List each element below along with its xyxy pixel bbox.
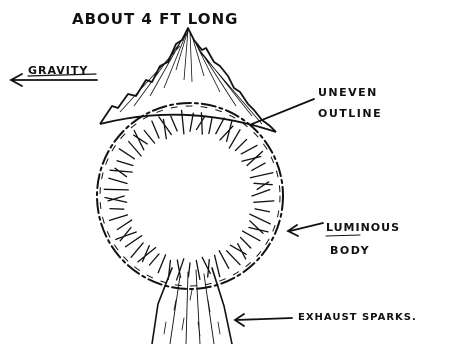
exhaust-plume xyxy=(152,268,232,344)
radial-tick xyxy=(235,139,246,150)
radial-tick xyxy=(249,228,268,232)
radial-tick xyxy=(171,116,177,131)
radial-tick xyxy=(242,157,261,162)
radial-tick xyxy=(219,251,229,269)
radial-tick xyxy=(252,190,270,196)
radial-tick xyxy=(227,251,240,265)
radial-tick xyxy=(215,255,220,276)
radial-tick xyxy=(197,117,205,129)
radial-tick xyxy=(126,236,142,247)
radial-tick xyxy=(117,220,131,229)
radial-tick xyxy=(150,254,160,265)
uneven-label: UNEVEN xyxy=(318,86,378,99)
radial-tick xyxy=(216,118,224,134)
peak-hatching xyxy=(120,30,262,124)
radial-tick xyxy=(250,221,263,234)
radial-tick xyxy=(188,263,190,277)
radial-tick xyxy=(104,189,128,190)
radial-tick xyxy=(241,145,257,154)
radial-tick xyxy=(220,126,233,140)
radial-tick xyxy=(250,173,272,178)
peaked-top-outline xyxy=(100,28,276,132)
radial-tick xyxy=(254,201,274,202)
radial-tick xyxy=(109,178,127,183)
radial-tick xyxy=(254,183,272,184)
radial-tick xyxy=(129,142,142,157)
radial-tick xyxy=(182,110,184,133)
radial-tick xyxy=(131,243,143,257)
radial-tick xyxy=(247,152,262,166)
radial-tick xyxy=(250,214,270,224)
exhaust-sparks-label: EXHAUST SPARKS. xyxy=(298,312,417,323)
radial-tick xyxy=(255,209,269,212)
radial-tick xyxy=(144,130,154,143)
body-label: BODY xyxy=(330,244,370,257)
body-radial-ticks xyxy=(104,110,274,280)
radial-tick xyxy=(110,215,128,221)
radial-tick xyxy=(119,149,134,159)
radial-tick xyxy=(110,209,124,210)
radial-tick xyxy=(229,130,240,148)
exhaust-sparks-arrow xyxy=(235,314,292,326)
radial-tick xyxy=(243,231,260,241)
radial-tick xyxy=(152,121,159,138)
radial-tick xyxy=(201,113,202,134)
radial-tick xyxy=(241,237,251,248)
radial-tick xyxy=(115,168,127,177)
radial-tick xyxy=(158,255,165,273)
radial-tick xyxy=(110,170,132,172)
uneven-outline-pointer xyxy=(252,99,314,124)
radial-tick xyxy=(257,182,269,190)
outline-label: OUTLINE xyxy=(318,107,382,120)
radial-tick xyxy=(196,260,200,279)
radial-tick xyxy=(209,118,212,134)
luminous-label: LUMINOUS xyxy=(326,221,400,234)
radial-tick xyxy=(230,245,246,254)
radial-tick xyxy=(164,119,167,138)
radial-tick xyxy=(138,248,156,262)
title-label: ABOUT 4 FT LONG xyxy=(72,10,238,28)
radial-tick xyxy=(117,161,133,166)
radial-tick xyxy=(252,163,265,170)
